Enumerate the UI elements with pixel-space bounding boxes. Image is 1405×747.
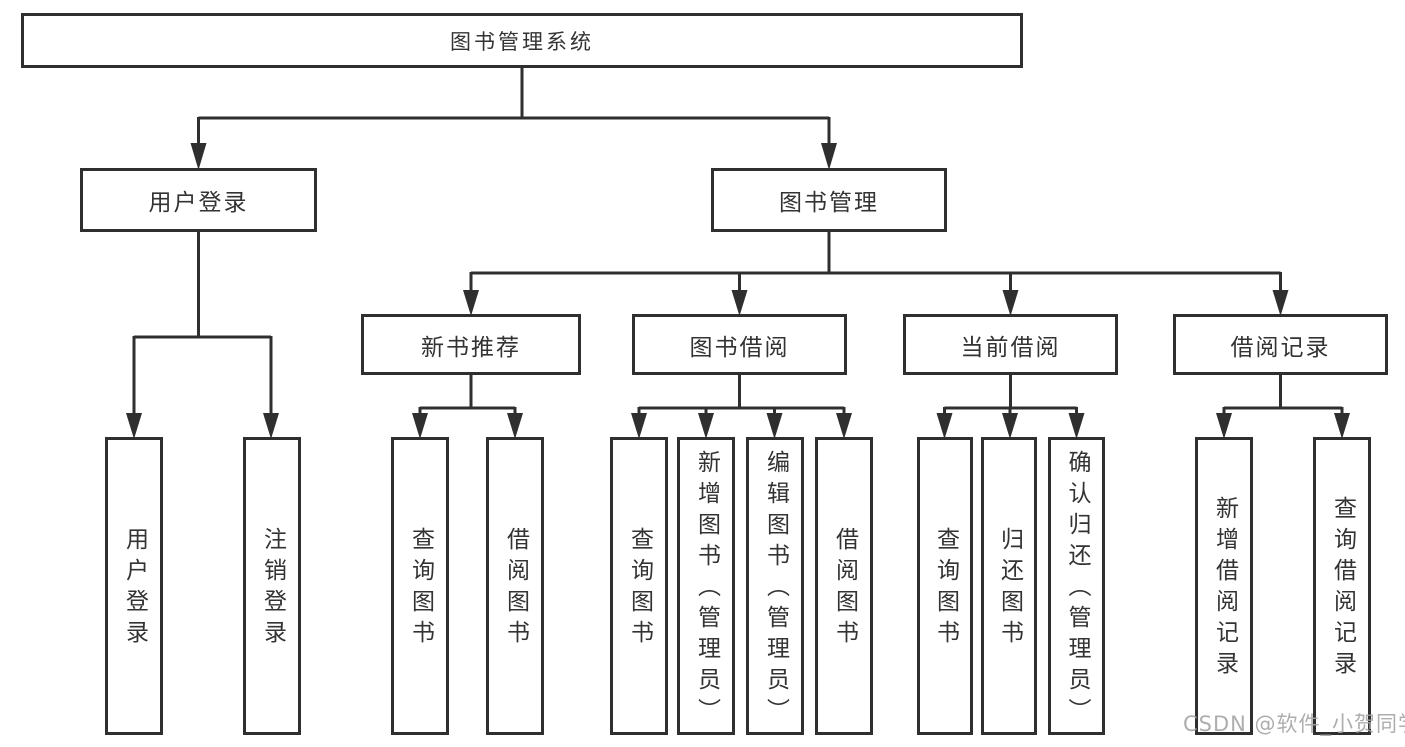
node-new-book-recommendation: 新书推荐 [361,314,581,375]
leaf-borrow-books-recommend: 借阅图书 [486,437,544,735]
leaf-query-books-recommend: 查询图书 [391,437,449,735]
leaf-user-login: 用户登录 [105,437,163,735]
node-book-borrowing: 图书借阅 [632,314,847,375]
node-borrowing-records: 借阅记录 [1173,314,1388,375]
leaf-add-books-admin: 新增图书（管理员） [677,437,735,735]
leaf-return-books: 归还图书 [981,437,1037,735]
node-library-management-system: 图书管理系统 [21,13,1023,68]
arrowhead-icons [126,143,1350,439]
leaf-query-books-current: 查询图书 [917,437,973,735]
leaf-query-books-borrow: 查询图书 [610,437,668,735]
leaf-query-borrow-record: 查询借阅记录 [1313,437,1371,735]
leaf-borrow-books: 借阅图书 [815,437,873,735]
node-book-management: 图书管理 [711,168,947,232]
node-current-borrowing: 当前借阅 [903,314,1118,375]
leaf-add-borrow-record: 新增借阅记录 [1195,437,1253,735]
csdn-watermark: CSDN @软件_小贺同学 [1183,712,1405,736]
leaf-logout: 注销登录 [243,437,301,735]
node-user-login: 用户登录 [80,168,317,232]
leaf-confirm-return-admin: 确认归还（管理员） [1048,437,1105,735]
leaf-edit-books-admin: 编辑图书（管理员） [746,437,804,735]
